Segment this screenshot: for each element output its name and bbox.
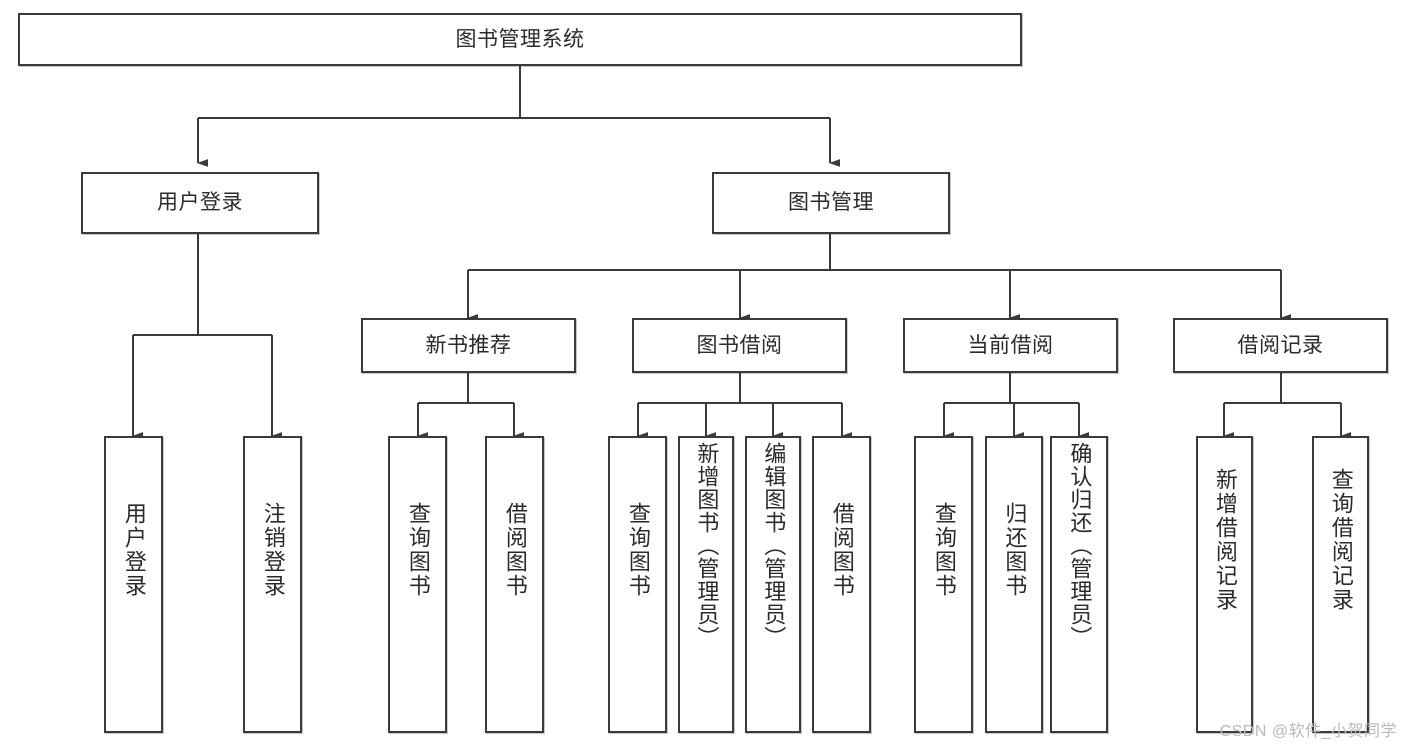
node-label: 查询借阅记录 xyxy=(1328,468,1354,612)
watermark-credit: CSDN @软件_小贺同学 xyxy=(1219,723,1397,740)
node-label: 注销登录 xyxy=(260,502,286,598)
node-label: 当前借阅 xyxy=(967,333,1054,357)
leaf-user-login[interactable]: 用户登录 xyxy=(104,436,163,733)
node-label: 借阅图书 xyxy=(502,502,528,598)
node-label: 查询图书 xyxy=(625,502,651,598)
node-book-borrow[interactable]: 图书借阅 xyxy=(632,318,847,373)
node-label: 归还图书 xyxy=(1002,502,1028,598)
node-borrow-records[interactable]: 借阅记录 xyxy=(1173,318,1388,373)
leaf-query-book-borrow[interactable]: 查询图书 xyxy=(608,436,667,733)
node-label: 新增借阅记录 xyxy=(1212,468,1238,612)
node-label: 借阅记录 xyxy=(1237,333,1324,357)
leaf-borrow-book-newbook[interactable]: 借阅图书 xyxy=(485,436,544,733)
node-label: 查询图书 xyxy=(405,502,431,598)
leaf-query-book-newbook[interactable]: 查询图书 xyxy=(388,436,447,733)
leaf-query-borrow-record[interactable]: 查询借阅记录 xyxy=(1312,436,1369,733)
leaf-confirm-return-admin[interactable]: 确认归还（管理员） xyxy=(1050,436,1108,733)
node-label: 编辑图书（管理员） xyxy=(761,442,787,649)
leaf-return-book[interactable]: 归还图书 xyxy=(985,436,1043,733)
node-label: 图书管理系统 xyxy=(455,27,585,51)
node-label: 确认归还（管理员） xyxy=(1067,442,1093,649)
node-label: 新增图书（管理员） xyxy=(694,442,720,649)
node-user-login[interactable]: 用户登录 xyxy=(81,172,319,234)
node-label: 借阅图书 xyxy=(829,502,855,598)
node-root-system[interactable]: 图书管理系统 xyxy=(18,13,1022,66)
node-label: 用户登录 xyxy=(157,191,243,215)
leaf-user-logout[interactable]: 注销登录 xyxy=(243,436,302,733)
leaf-add-book-admin[interactable]: 新增图书（管理员） xyxy=(678,436,734,733)
leaf-add-borrow-record[interactable]: 新增借阅记录 xyxy=(1196,436,1253,733)
node-label: 新书推荐 xyxy=(425,333,512,357)
leaf-query-book-current[interactable]: 查询图书 xyxy=(914,436,973,733)
node-book-management[interactable]: 图书管理 xyxy=(712,172,950,234)
node-label: 查询图书 xyxy=(931,502,957,598)
node-label: 用户登录 xyxy=(121,502,147,598)
leaf-borrow-book-borrow[interactable]: 借阅图书 xyxy=(812,436,871,733)
leaf-edit-book-admin[interactable]: 编辑图书（管理员） xyxy=(745,436,801,733)
node-current-borrow[interactable]: 当前借阅 xyxy=(903,318,1118,373)
node-label: 图书借阅 xyxy=(696,333,783,357)
node-new-book-recommend[interactable]: 新书推荐 xyxy=(361,318,576,373)
node-label: 图书管理 xyxy=(788,191,874,215)
